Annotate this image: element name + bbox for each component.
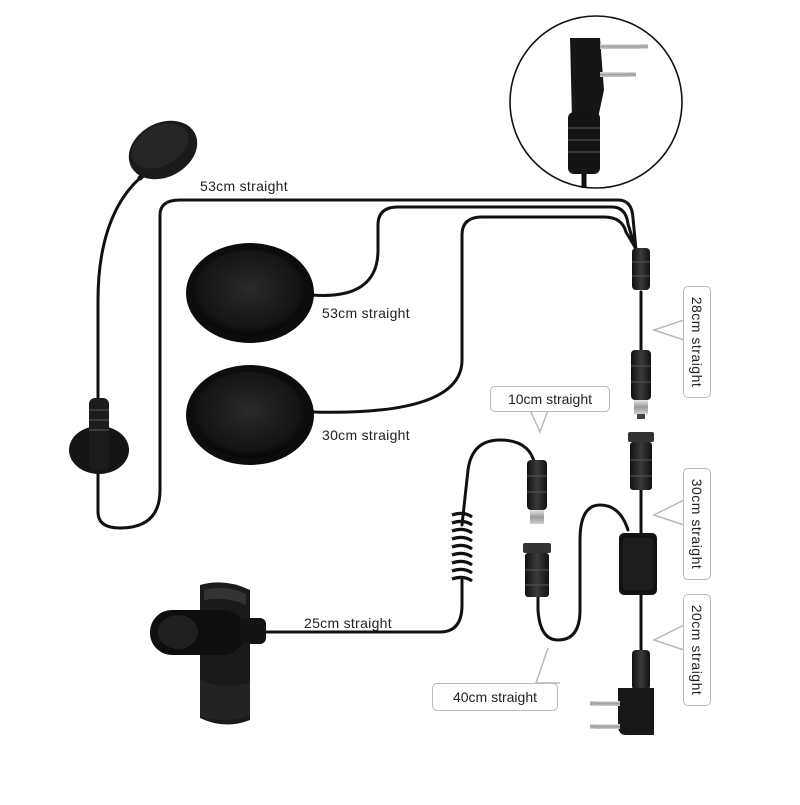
cable-clip-icon (69, 398, 129, 474)
label-speaker-top-length: 53cm straight (322, 305, 410, 321)
callout-right-20: 20cm straight (683, 594, 711, 706)
two-pin-plug-icon (590, 650, 654, 735)
coil-cable (451, 511, 473, 583)
cables (96, 165, 643, 662)
label-speaker-bottom-length: 30cm straight (322, 427, 410, 443)
callout-right-30: 30cm straight (683, 468, 711, 580)
branch-cable-40 (536, 503, 630, 642)
mic-main-cable (96, 198, 638, 530)
label-ptt-cable-length: 25cm straight (304, 615, 392, 631)
male-connector-middle-icon (527, 460, 547, 524)
callout-branch-length: 40cm straight (432, 683, 558, 711)
callout-coil-length: 10cm straight (490, 386, 610, 412)
ptt-cable (260, 578, 464, 634)
ptt-button-icon (150, 582, 266, 725)
mic-boom-cable (96, 176, 142, 407)
coil-top-cable (460, 438, 538, 527)
splitter-connector-icon (632, 248, 650, 290)
callout-right-20-text: 20cm straight (689, 604, 705, 696)
callout-right-28-text: 28cm straight (689, 296, 705, 388)
microphone-foam-icon (128, 120, 198, 180)
speaker-bottom-icon (186, 365, 314, 465)
callout-right-28: 28cm straight (683, 286, 711, 398)
callout-pointers (529, 319, 685, 684)
speaker-top-cable (310, 205, 638, 297)
female-connector-right-icon (628, 432, 654, 490)
callout-right-30-text: 30cm straight (689, 478, 705, 570)
plug-detail-inset (509, 15, 683, 189)
speaker-top-icon (186, 243, 314, 343)
label-mic-cable-length: 53cm straight (200, 178, 288, 194)
speaker-bottom-cable (310, 215, 640, 414)
female-connector-middle-icon (523, 543, 551, 597)
junction-box-icon (619, 533, 657, 595)
male-connector-right-icon (631, 350, 651, 419)
